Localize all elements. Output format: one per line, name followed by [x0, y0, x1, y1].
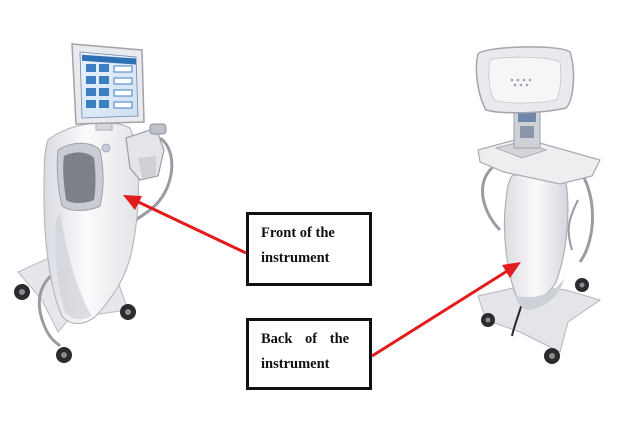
front-device-image — [14, 43, 174, 363]
front-label-box: Front of the instrument — [246, 212, 372, 286]
front-label-line1: Front of the — [261, 225, 335, 241]
back-label-line2: instrument — [261, 356, 330, 372]
back-label-box: Back of the instrument — [246, 318, 372, 390]
back-device-image — [475, 46, 602, 364]
back-label-line1: Back of the — [261, 331, 350, 347]
front-label-line2: instrument — [261, 250, 330, 266]
arrow-back — [371, 262, 521, 358]
arrow-front — [123, 195, 247, 255]
